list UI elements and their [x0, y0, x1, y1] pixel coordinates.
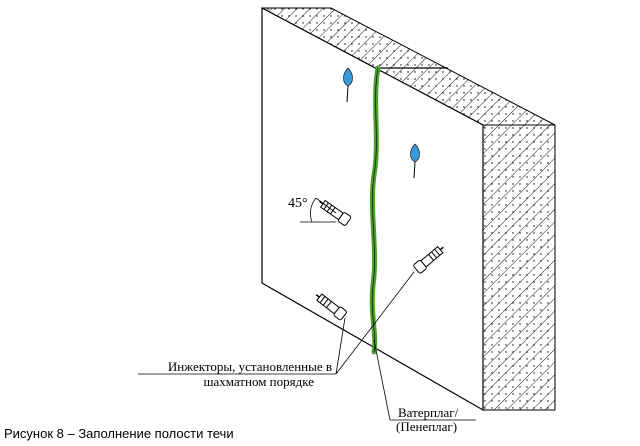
water-droplet-icon — [343, 67, 353, 103]
sealant-label-line2: (Пенеплаг) — [396, 419, 457, 434]
angle-label: 45° — [288, 196, 308, 211]
wall-section-face — [482, 124, 556, 411]
angle-marker — [300, 197, 337, 223]
injector-label-line1: Инжекторы, установленные в — [168, 359, 332, 374]
wall-top-face — [261, 7, 556, 126]
sealant-leader-line — [373, 339, 476, 421]
figure-caption: Рисунок 8 – Заполнение полости течи — [4, 426, 234, 441]
injector-leader-lines — [138, 271, 415, 375]
injector-label-line2: шахматном порядке — [203, 374, 314, 389]
sealant-label-line1: Ватерплаг/ — [398, 405, 459, 420]
injector-icon — [413, 245, 444, 274]
water-droplet-icon — [410, 143, 420, 179]
injector-icon — [315, 293, 347, 321]
